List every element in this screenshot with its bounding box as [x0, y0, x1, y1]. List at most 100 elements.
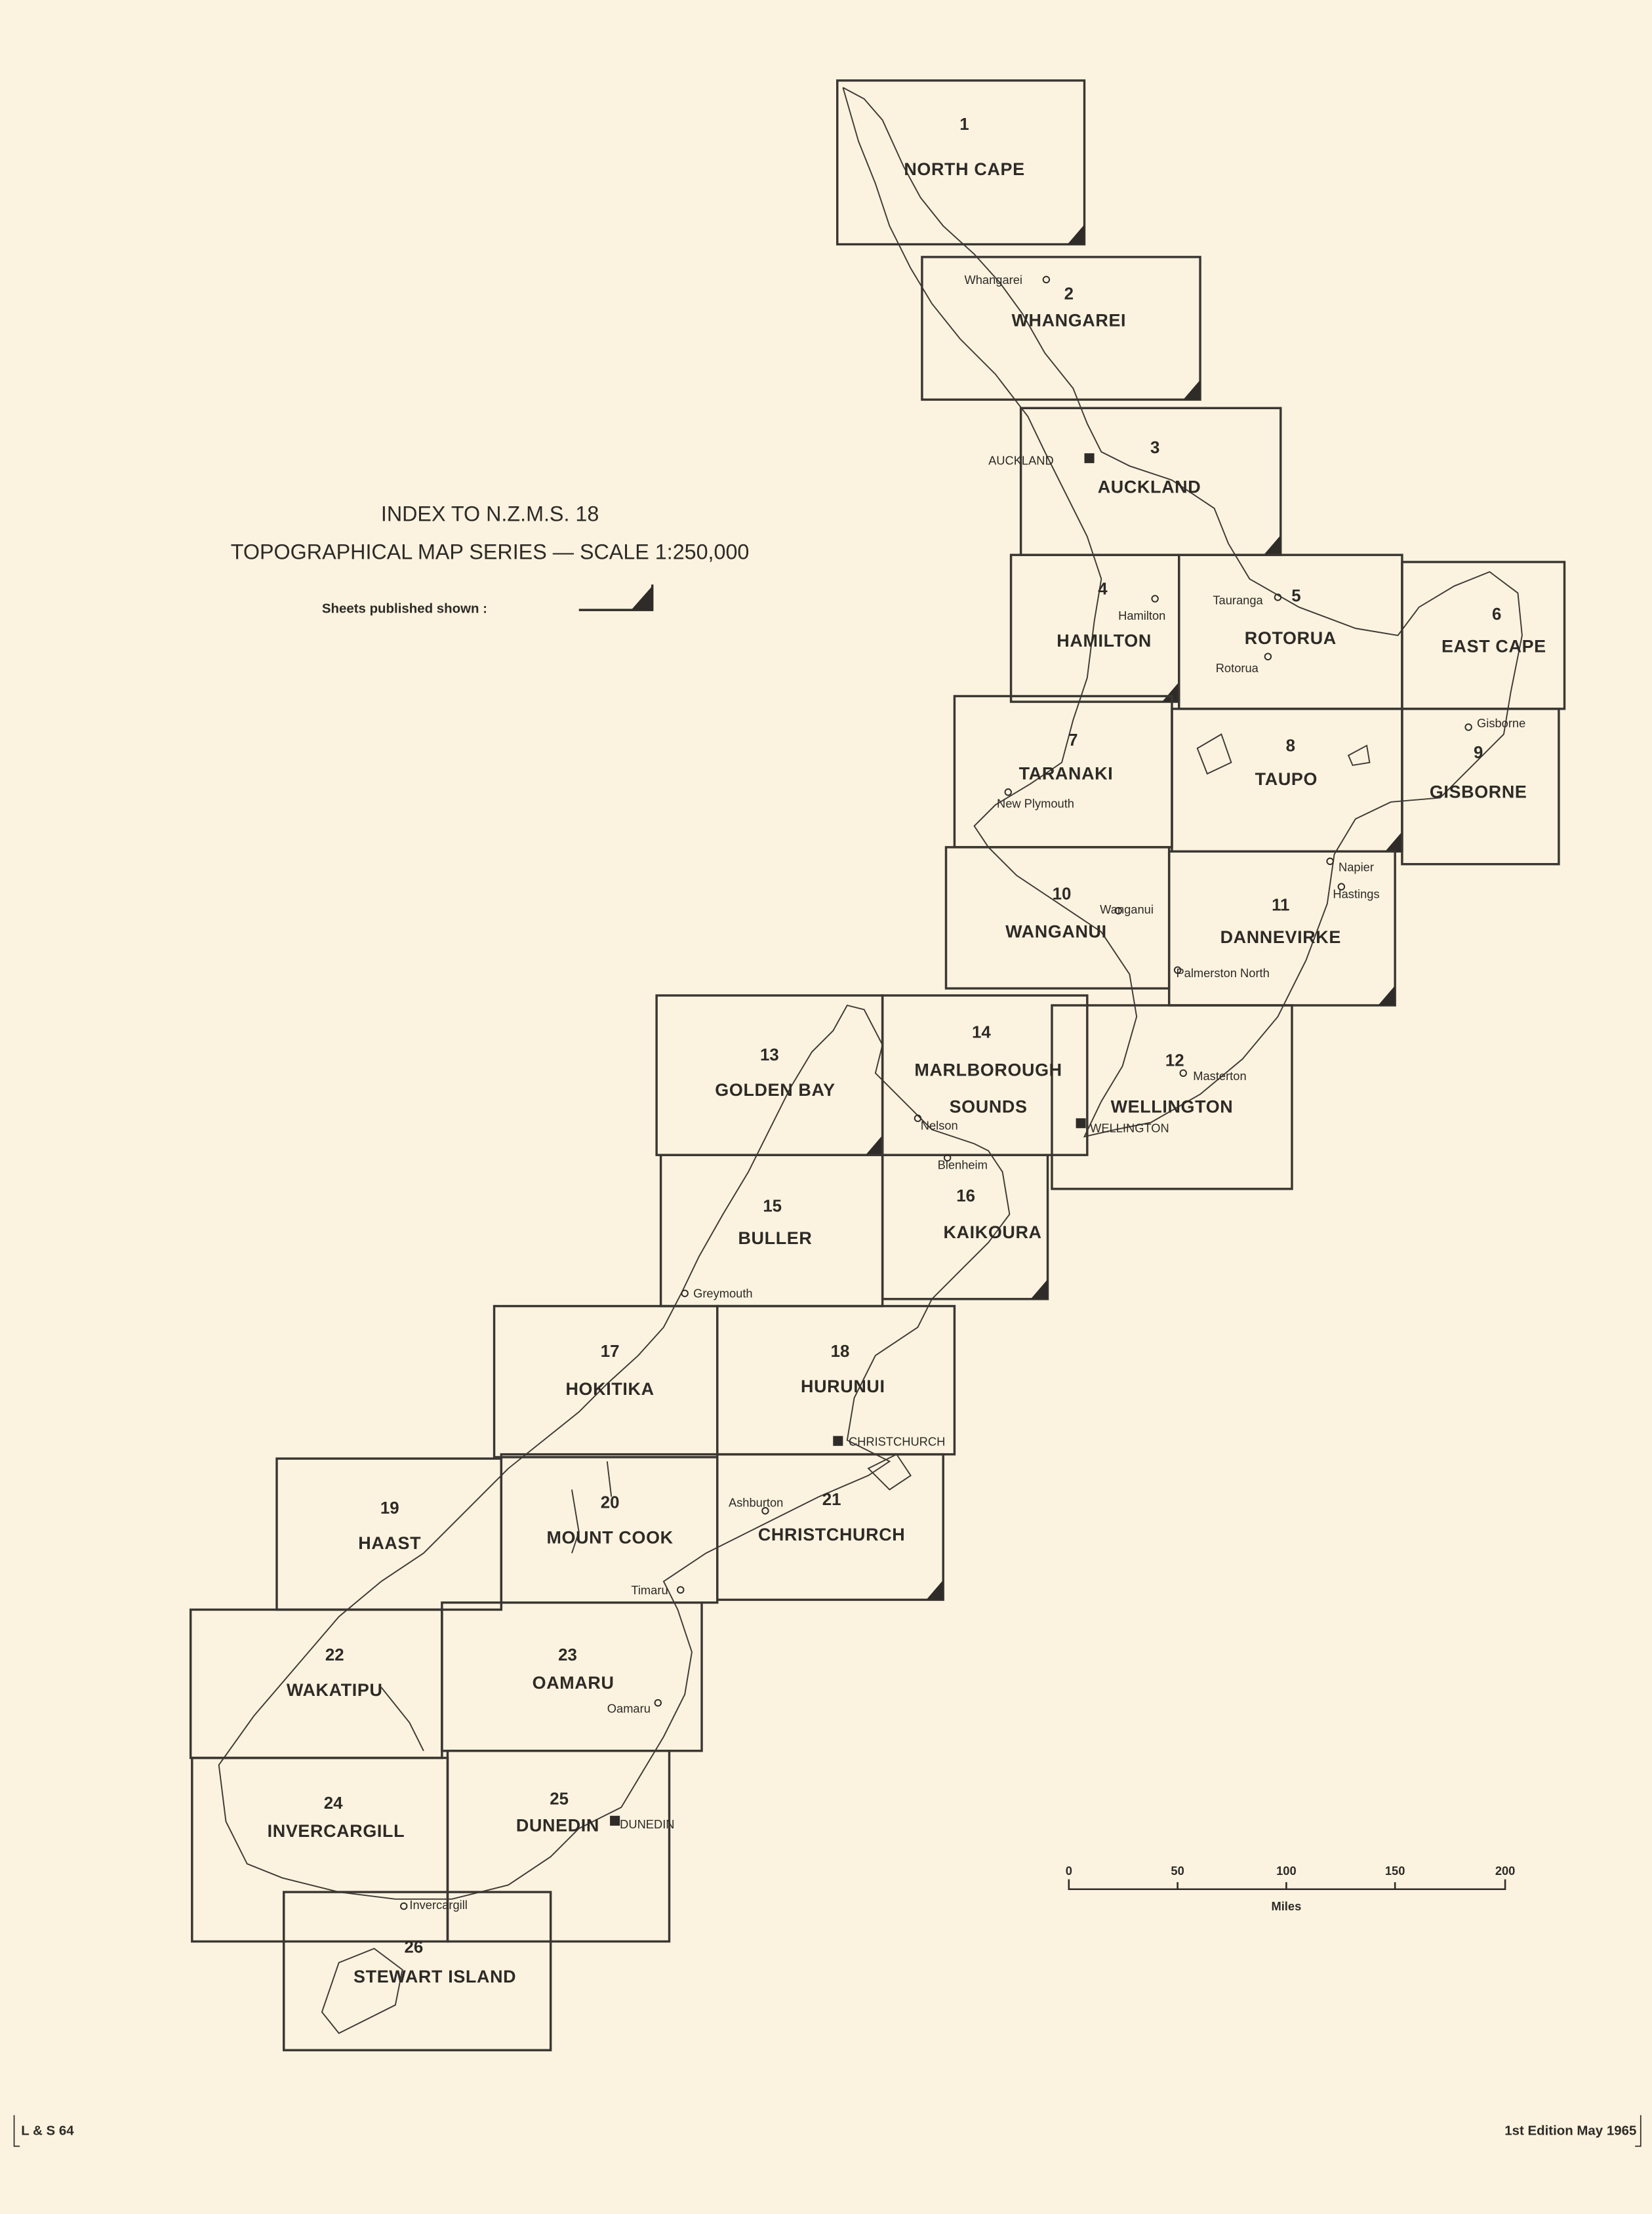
scale-tick-150: 150	[1385, 1864, 1405, 1878]
town-greymouth: Greymouth	[681, 1287, 753, 1300]
town-blenheim: Blenheim	[938, 1154, 988, 1172]
sheet-name: ROTORUA	[1245, 628, 1337, 648]
town-nelson: Nelson	[914, 1114, 958, 1132]
sheet-number: 16	[956, 1187, 975, 1205]
sheet-frame	[283, 1891, 552, 2051]
town-marker-icon	[1114, 907, 1122, 915]
sheet-frame	[1009, 554, 1180, 703]
sheet-frame	[191, 1756, 449, 1943]
sheet-name: TAUPO	[1255, 769, 1318, 789]
sheet-name: STEWART ISLAND	[353, 1967, 516, 1986]
town-tauranga: Tauranga	[1213, 594, 1282, 607]
town-rotorua: Rotorua	[1216, 653, 1272, 675]
town-marker-icon	[943, 1154, 952, 1162]
town-marker-icon	[1042, 275, 1051, 284]
published-corner-icon	[1030, 1279, 1048, 1299]
scale-tick-100: 100	[1276, 1864, 1297, 1878]
sheet-number: 8	[1286, 736, 1295, 755]
town-marker-icon	[677, 1586, 685, 1594]
sheet-name: WELLINGTON	[1111, 1097, 1234, 1117]
town-timaru: Timaru	[631, 1583, 685, 1597]
sheet-number: 14	[972, 1024, 991, 1042]
town-marker-icon	[400, 1902, 408, 1910]
published-corner-icon	[1183, 380, 1201, 400]
town-wanganui: Wanganui	[1100, 902, 1154, 916]
sheet-number: 22	[325, 1646, 344, 1664]
sheet-number: 1	[959, 115, 969, 134]
sheet-number: 25	[550, 1790, 569, 1809]
sheet-number: 7	[1068, 731, 1078, 750]
sheet-name: EAST CAPE	[1441, 637, 1546, 656]
town-marker-icon	[1173, 966, 1182, 974]
town-hastings: Hastings	[1333, 883, 1380, 900]
published-corner-icon	[1385, 832, 1402, 852]
title-line-1: INDEX TO N.Z.M.S. 18	[381, 502, 599, 526]
published-corner-icon	[1263, 535, 1281, 555]
town-label: Blenheim	[938, 1158, 988, 1172]
sheet-number: 15	[763, 1197, 782, 1215]
town-marker-icon	[681, 1289, 689, 1297]
town-marker-icon	[1326, 857, 1334, 866]
sheet-name: HOKITIKA	[565, 1379, 654, 1399]
footer-code: L & S 64	[21, 2123, 74, 2138]
town-marker-icon	[1274, 594, 1282, 601]
sheet-name: TARANAKI	[1019, 764, 1114, 784]
town-hamilton: Hamilton	[1118, 595, 1165, 622]
town-label: Ashburton	[729, 1495, 783, 1509]
sheet-name: GISBORNE	[1430, 782, 1527, 801]
town-ashburton: Ashburton	[729, 1495, 783, 1515]
town-marker-icon	[914, 1114, 922, 1122]
title-line-2: TOPOGRAPHICAL MAP SERIES — SCALE 1:250,0…	[231, 540, 750, 564]
sheet-name: WANGANUI	[1005, 922, 1107, 942]
sheet-name: HAAST	[358, 1533, 421, 1553]
sheet-number: 24	[324, 1794, 343, 1813]
sheet-name: HURUNUI	[801, 1377, 885, 1396]
sheet-name: BULLER	[738, 1228, 812, 1248]
sheet-number: 5	[1291, 587, 1300, 605]
town-auckland: AUCKLAND	[988, 453, 1095, 467]
sheet-name: WHANGAREI	[1011, 310, 1126, 330]
town-christchurch: CHRISTCHURCH	[833, 1435, 945, 1449]
town-label: Gisborne	[1477, 716, 1525, 730]
sheet-frame	[715, 1453, 944, 1601]
town-label: Wanganui	[1100, 902, 1154, 916]
sheet-frame	[446, 1750, 671, 1943]
sheet-number: 6	[1492, 605, 1501, 624]
published-corner-icon	[1378, 985, 1396, 1005]
sheet-number: 10	[1053, 885, 1072, 904]
town-marker-icon	[1264, 653, 1272, 660]
sheet-frame	[921, 256, 1201, 401]
sheet-number: 21	[822, 1491, 841, 1509]
sheet-frame	[655, 994, 884, 1156]
coastline	[218, 87, 1523, 2034]
town-label: CHRISTCHURCH	[849, 1435, 945, 1449]
title-block: INDEX TO N.Z.M.S. 18 TOPOGRAPHICAL MAP S…	[231, 502, 750, 616]
